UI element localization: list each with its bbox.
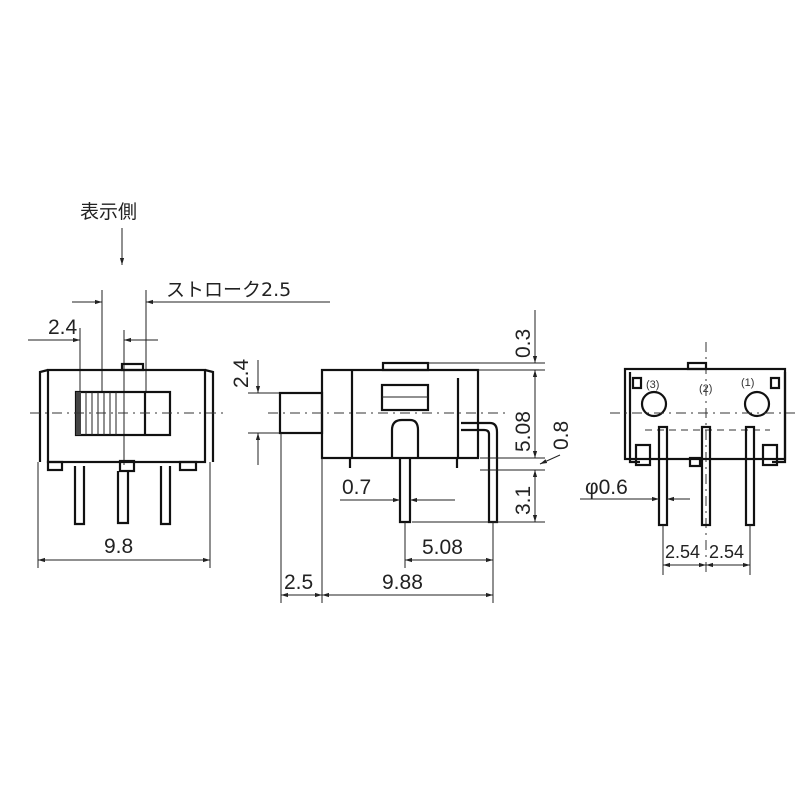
side-gap-dimension: 0.8 <box>550 421 573 450</box>
terminal-3-label: (3) <box>646 379 659 391</box>
front-slider-width-dimension: 2.4 <box>48 316 78 339</box>
side-actuator-height-dimension: 2.4 <box>230 358 253 388</box>
terminal-1-label: (1) <box>741 377 754 389</box>
side-pin-spacing-dimension: 5.08 <box>422 536 463 559</box>
side-body-height-dimension: 5.08 <box>512 411 535 452</box>
side-pin-width-dimension: 0.7 <box>342 476 371 499</box>
pitch-left-dimension: 2.54 <box>665 542 700 562</box>
front-view: 表示側 ストローク2.5 2.4 9. <box>28 201 330 568</box>
front-width-dimension: 9.8 <box>104 535 133 558</box>
side-top-offset-dimension: 0.3 <box>512 329 535 358</box>
side-pin-length-dimension: 3.1 <box>512 486 535 515</box>
pin-diameter-dimension: φ0.6 <box>585 476 628 499</box>
stroke-dimension: ストローク2.5 <box>166 279 291 301</box>
side-view: 2.4 0.3 5.08 0.8 3.1 0.7 <box>230 310 573 603</box>
end-view: (3) (2) (1) φ0.6 2.54 2.54 <box>580 342 795 575</box>
side-body-length-dimension: 9.88 <box>382 571 423 594</box>
pitch-right-dimension: 2.54 <box>709 542 744 562</box>
side-actuator-length-dimension: 2.5 <box>284 571 313 594</box>
display-side-label: 表示側 <box>80 201 137 223</box>
terminal-2-label: (2) <box>699 383 712 395</box>
